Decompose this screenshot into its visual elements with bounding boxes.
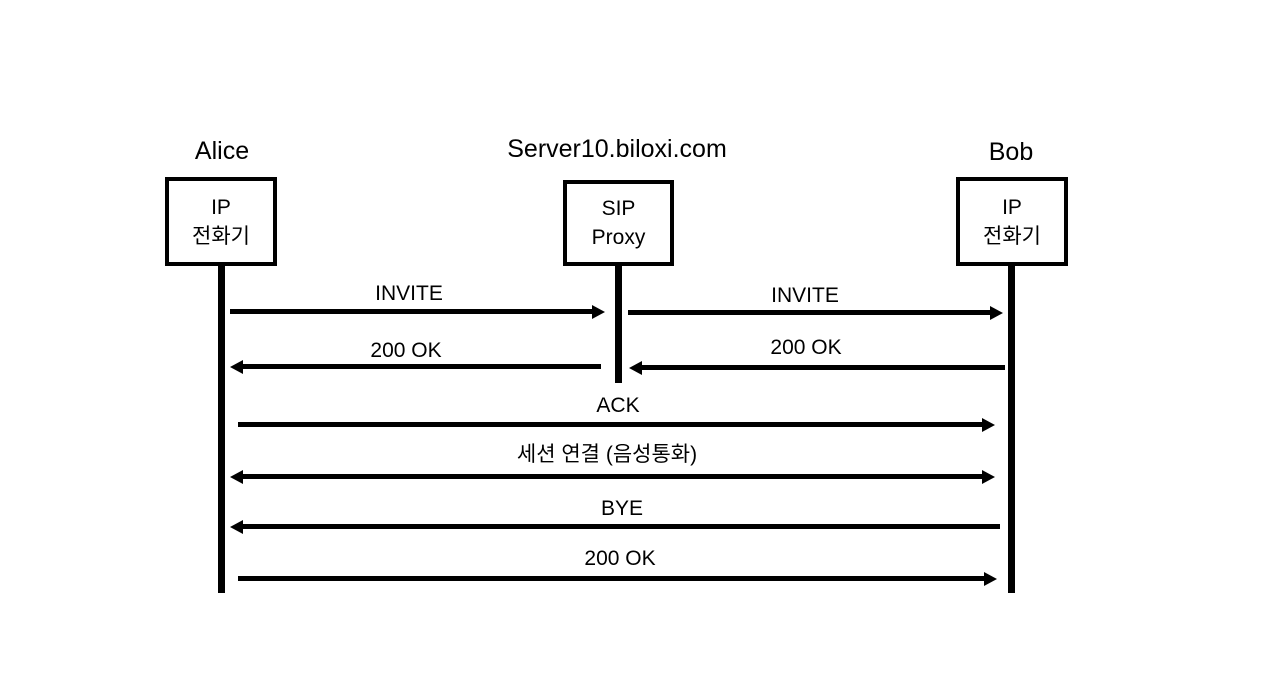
bob-ip-phone-box-label: IP 전화기: [983, 195, 1041, 248]
arrow-shaft: [238, 422, 984, 427]
arrowhead-right-icon: [592, 305, 605, 319]
message-label-200ok-bob-proxy: 200 OK: [770, 336, 842, 359]
proxy-lifeline: [615, 264, 622, 383]
message-label-200ok-alice-bob: 200 OK: [584, 547, 656, 570]
arrow-200ok-proxy-to-alice: [230, 359, 601, 375]
sip-proxy-box-label: SIP Proxy: [591, 197, 646, 249]
arrow-shaft: [241, 474, 984, 479]
message-label-ack: ACK: [596, 394, 640, 417]
arrowhead-left-icon: [230, 520, 243, 534]
arrowhead-left-icon: [230, 470, 243, 484]
message-label-invite-alice-proxy: INVITE: [375, 282, 443, 305]
arrow-invite-proxy-to-bob: [628, 305, 1003, 321]
arrowhead-right-icon: [982, 418, 995, 432]
actor-label-bob: Bob: [988, 138, 1034, 166]
arrow-shaft: [230, 309, 594, 314]
message-label-200ok-proxy-alice: 200 OK: [370, 339, 442, 362]
arrow-200ok-alice-to-bob: [238, 571, 997, 587]
actor-label-server: Server10.biloxi.com: [507, 135, 727, 163]
arrow-shaft: [241, 364, 601, 369]
arrowhead-right-icon: [990, 306, 1003, 320]
arrow-shaft: [628, 310, 992, 315]
sip-proxy-box: SIP Proxy: [563, 180, 674, 266]
arrow-shaft: [241, 524, 1000, 529]
arrowhead-right-icon: [982, 470, 995, 484]
arrow-invite-alice-to-proxy: [230, 304, 605, 320]
arrow-200ok-bob-to-proxy: [629, 360, 1005, 376]
arrow-session-bidirectional: [230, 469, 995, 485]
actor-label-alice: Alice: [194, 137, 250, 165]
message-label-session: 세션 연결 (음성통화): [516, 443, 698, 466]
alice-ip-phone-box-label: IP 전화기: [192, 195, 250, 248]
arrow-shaft: [640, 365, 1005, 370]
arrow-bye-bob-to-alice: [230, 519, 1000, 535]
message-label-bye: BYE: [600, 497, 644, 520]
arrow-ack-alice-to-bob: [238, 417, 995, 433]
alice-ip-phone-box: IP 전화기: [165, 177, 277, 266]
bob-lifeline: [1008, 264, 1015, 593]
alice-lifeline: [218, 264, 225, 593]
message-label-invite-proxy-bob: INVITE: [771, 284, 839, 307]
arrow-shaft: [238, 576, 986, 581]
bob-ip-phone-box: IP 전화기: [956, 177, 1068, 266]
arrowhead-left-icon: [230, 360, 243, 374]
arrowhead-right-icon: [984, 572, 997, 586]
arrowhead-left-icon: [629, 361, 642, 375]
